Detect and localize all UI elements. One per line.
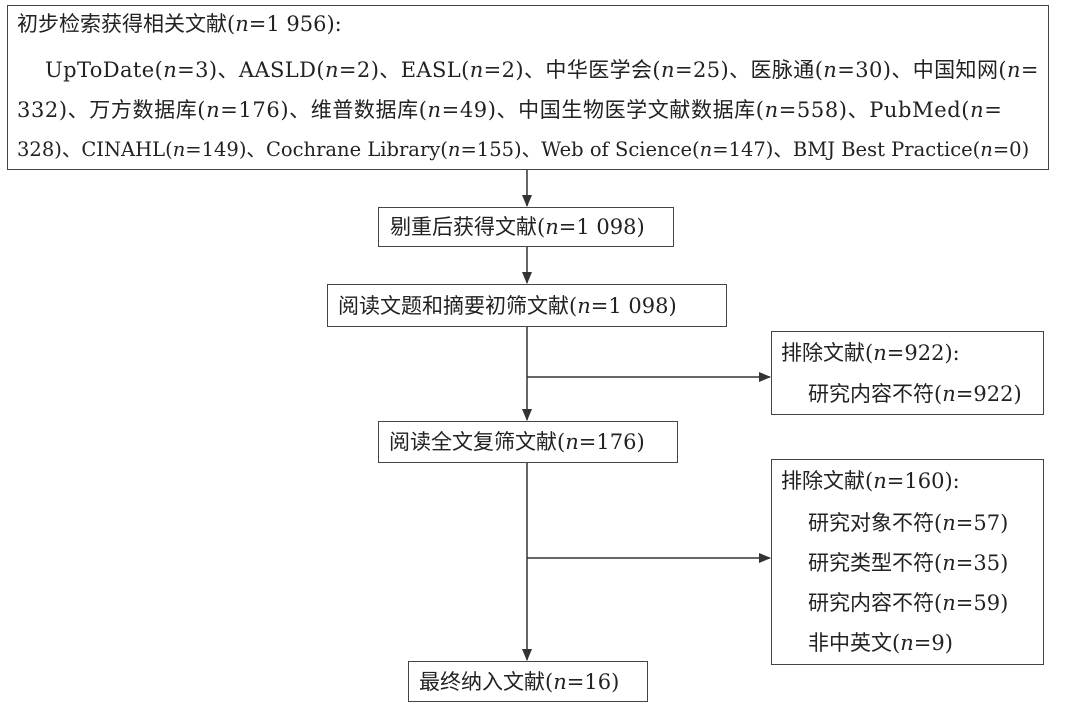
database-name: Web of Science	[541, 138, 693, 161]
exclude-2-reason: 研究对象不符(n=57)	[808, 511, 1009, 535]
search-line-1: UpToDate(n=3)、AASLD(n=2)、EASL(n=2)、中华医学会…	[45, 58, 1039, 82]
database-count: 0	[1009, 138, 1022, 161]
title-abstract-screen-box	[327, 284, 727, 327]
database-count: 3	[195, 58, 209, 82]
database-name: CINAHL	[81, 138, 166, 161]
initial-search-box	[7, 5, 1049, 170]
database-name: AASLD	[238, 58, 317, 82]
database-count: 2	[356, 58, 371, 82]
exclude-1-reason: 研究内容不符(n=922)	[808, 382, 1022, 406]
database-count: 155	[476, 138, 515, 161]
dedup-box	[378, 207, 674, 247]
exclude-1-title: 排除文献(n=922):	[781, 341, 960, 365]
search-line-3: 328)、CINAHL(n=149)、Cochrane Library(n=15…	[17, 138, 1030, 161]
database-name: 医脉通	[750, 58, 815, 82]
database-count: 332	[17, 98, 59, 122]
database-count: 25	[692, 58, 721, 82]
database-count: 149	[201, 138, 239, 161]
database-name: 维普数据库	[310, 98, 419, 122]
database-count: 147	[728, 138, 766, 161]
database-count: 49	[459, 98, 488, 122]
database-name: 中国知网	[912, 58, 999, 82]
exclude-2-title: 排除文献(n=160):	[781, 469, 960, 493]
title-abstract-screen-label: 阅读文题和摘要初筛文献(n=1 098)	[338, 294, 677, 318]
database-name: 万方数据库	[89, 98, 198, 122]
fulltext-screen-box	[378, 421, 678, 463]
search-line-2: 332)、万方数据库(n=176)、维普数据库(n=49)、中国生物医学文献数据…	[17, 98, 1003, 122]
exclude-2-reason: 非中英文(n=9)	[808, 631, 953, 655]
database-count: 176	[238, 98, 281, 122]
exclude-2-reason: 研究内容不符(n=59)	[808, 591, 1009, 615]
database-count: 558	[796, 98, 839, 122]
database-count: 328	[17, 138, 55, 161]
database-name: Cochrane Library	[265, 138, 441, 161]
database-name: PubMed	[869, 98, 962, 122]
database-count: 30	[855, 58, 883, 82]
database-name: EASL	[400, 58, 462, 82]
exclude-2-reason: 研究类型不符(n=35)	[808, 551, 1009, 575]
exclude-box-2	[771, 459, 1044, 665]
database-name: UpToDate	[45, 58, 155, 82]
final-included-box	[408, 661, 648, 702]
database-name: 中华医学会	[545, 58, 653, 82]
fulltext-screen-label: 阅读全文复筛文献(n=176)	[389, 430, 645, 454]
database-name: 中国生物医学文献数据库	[518, 98, 756, 122]
final-included-label: 最终纳入文献(n=16)	[419, 670, 620, 694]
database-count: 2	[501, 58, 516, 82]
dedup-label: 剔重后获得文献(n=1 098)	[390, 215, 645, 239]
initial-search-title: 初步检索获得相关文献(n=1 956):	[17, 12, 342, 36]
exclude-box-1	[771, 331, 1044, 415]
database-name: BMJ Best Practice	[792, 138, 973, 161]
